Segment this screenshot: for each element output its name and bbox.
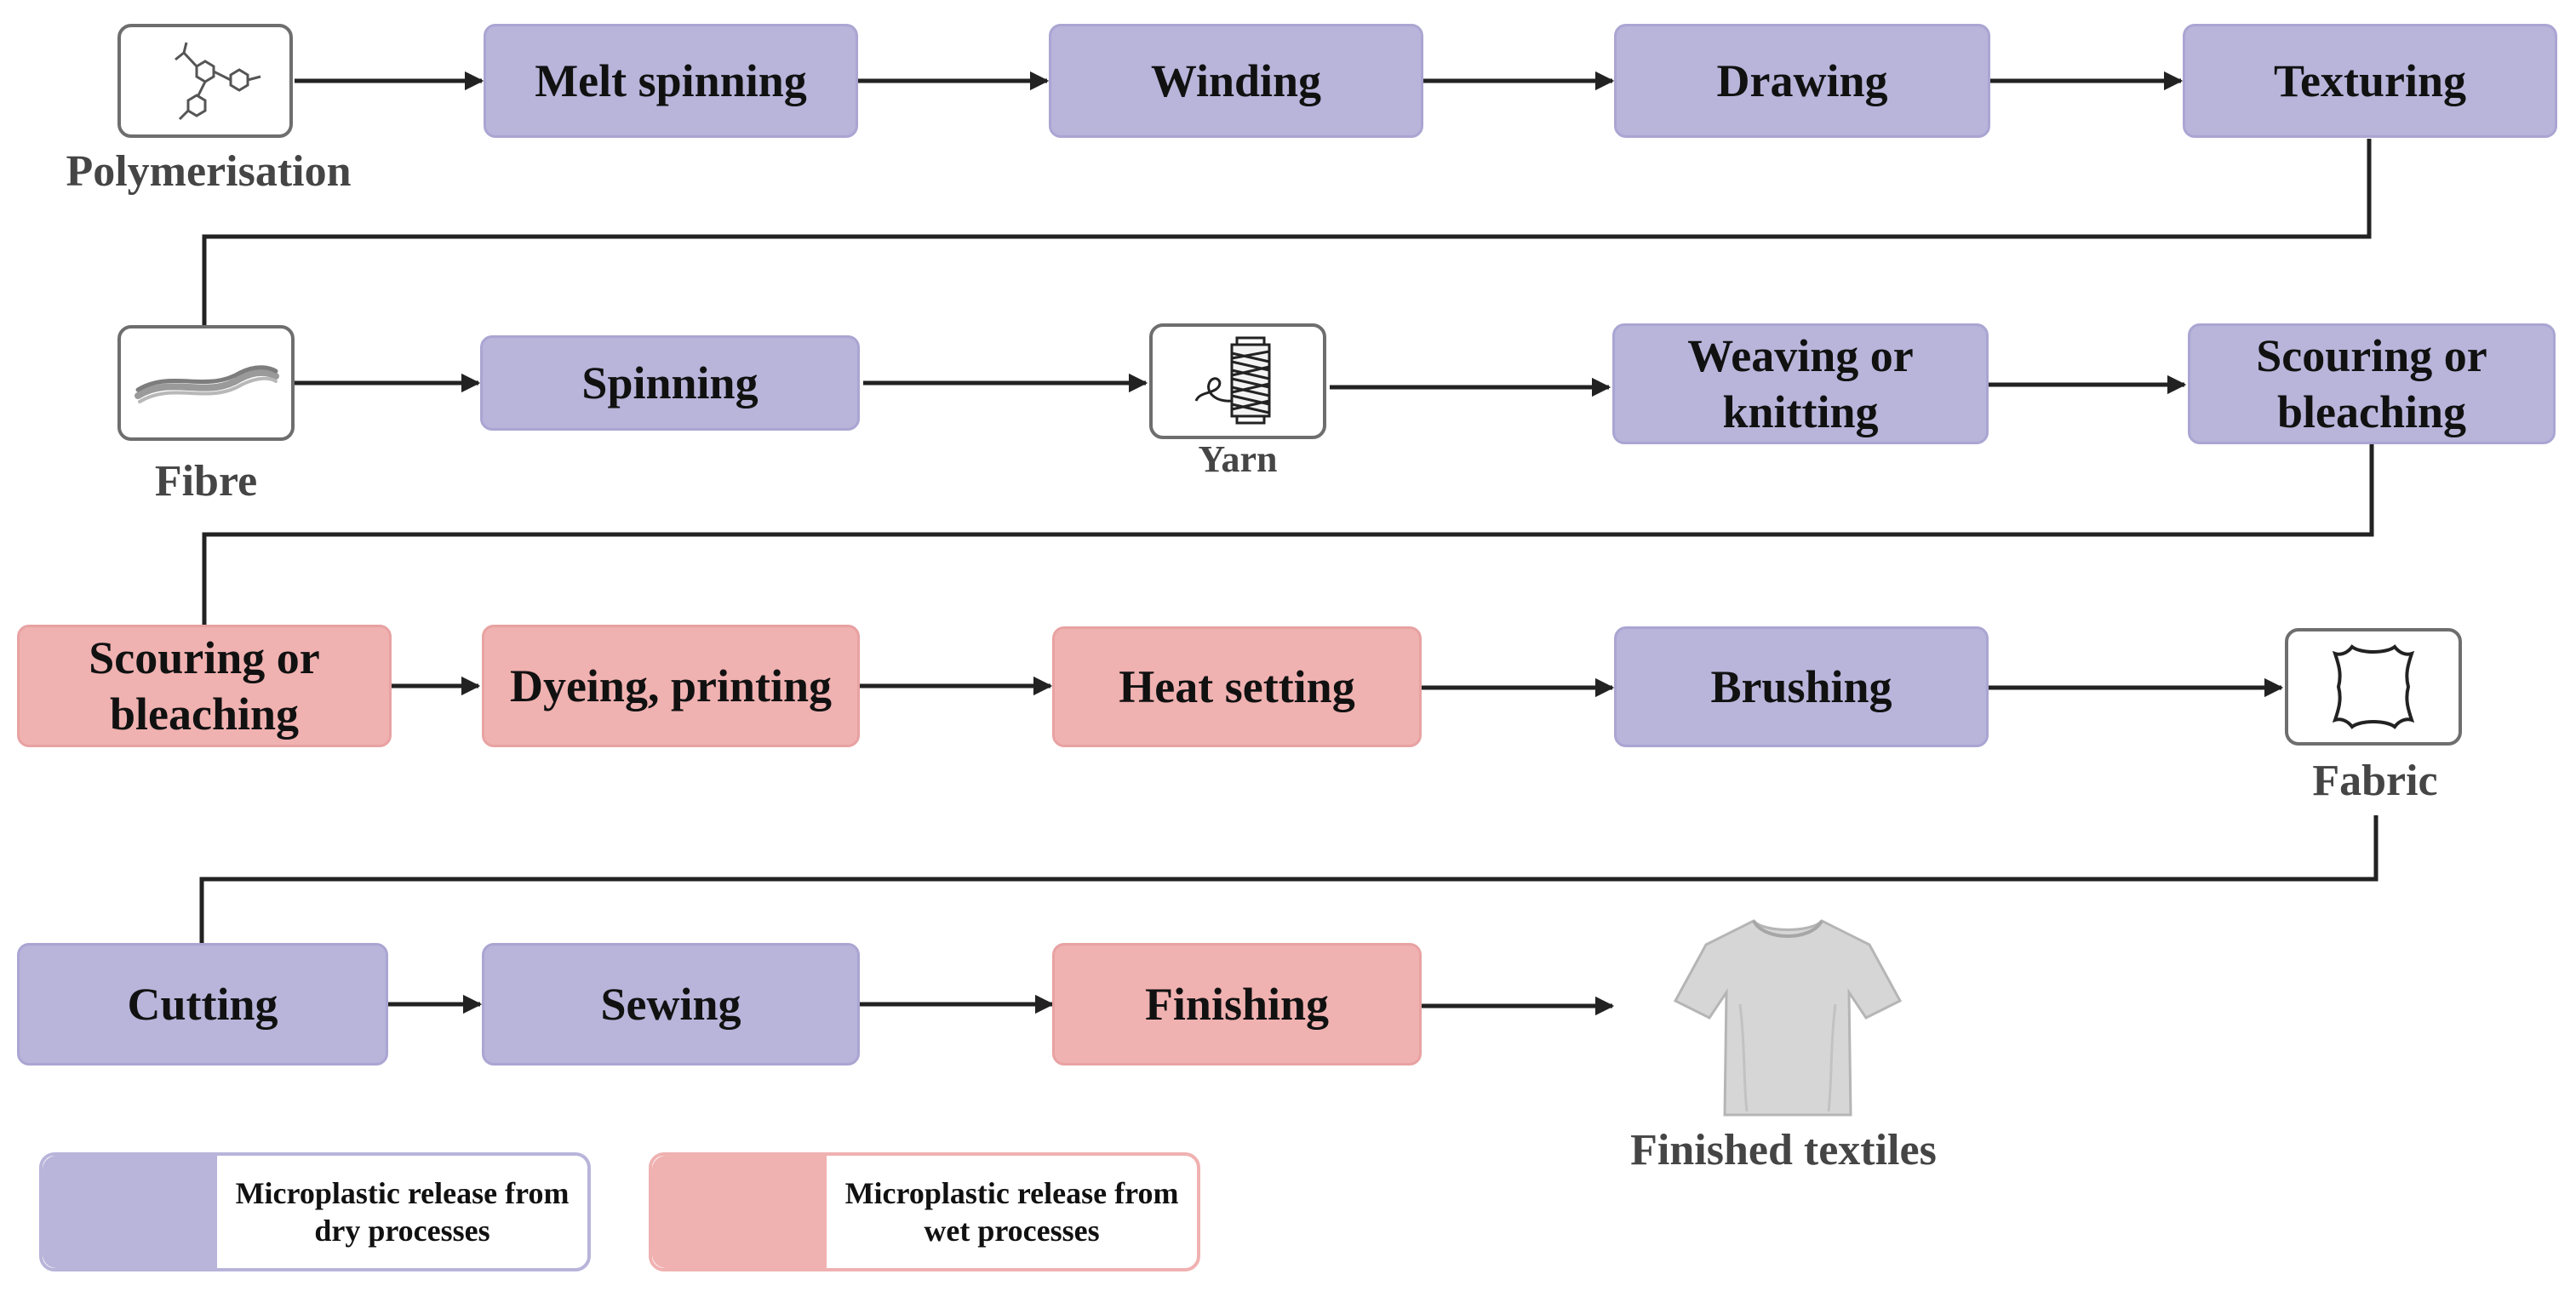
- yarn-icon-box: [1149, 323, 1326, 439]
- legend-dry: Microplastic release from dry processes: [39, 1152, 591, 1271]
- step-scouring-bleaching-dry[interactable]: Scouring or bleaching: [2188, 323, 2556, 444]
- legend-dry-swatch: [43, 1156, 217, 1268]
- leather-hide-icon: [2332, 644, 2415, 729]
- yarn-label: Yarn: [1198, 438, 1278, 480]
- fabric-icon-box: [2285, 628, 2462, 746]
- fibre-icon: [135, 365, 279, 403]
- row-connector: [199, 815, 2379, 943]
- step-drawing[interactable]: Drawing: [1614, 24, 1990, 138]
- legend-wet: Microplastic release from wet processes: [649, 1152, 1200, 1271]
- thread-spool-icon: [1194, 336, 1271, 424]
- polymerisation-label: Polymerisation: [66, 147, 352, 196]
- fibre-icon-box: [117, 325, 295, 441]
- legend-wet-swatch: [652, 1156, 827, 1268]
- finished-textiles-label: Finished textiles: [1630, 1126, 1937, 1174]
- step-heat-setting[interactable]: Heat setting: [1052, 626, 1422, 747]
- step-sewing[interactable]: Sewing: [482, 943, 860, 1066]
- row-connector: [202, 139, 2372, 325]
- polymerisation-icon-box: [117, 24, 293, 138]
- step-winding[interactable]: Winding: [1049, 24, 1423, 138]
- molecule-icon: [175, 42, 261, 121]
- step-weaving-knitting[interactable]: Weaving or knitting: [1612, 323, 1989, 444]
- step-scouring-bleaching-wet[interactable]: Scouring or bleaching: [17, 625, 392, 747]
- row-connector: [202, 444, 2374, 625]
- step-texturing[interactable]: Texturing: [2183, 24, 2557, 138]
- step-brushing[interactable]: Brushing: [1614, 626, 1989, 747]
- legend-dry-text: Microplastic release from dry processes: [235, 1176, 570, 1248]
- fabric-label: Fabric: [2312, 757, 2438, 805]
- step-finishing[interactable]: Finishing: [1052, 943, 1422, 1066]
- step-melt-spinning[interactable]: Melt spinning: [484, 24, 858, 138]
- step-cutting[interactable]: Cutting: [17, 943, 388, 1066]
- step-spinning[interactable]: Spinning: [480, 335, 860, 431]
- tshirt-icon: [1673, 919, 1903, 1117]
- fibre-label: Fibre: [154, 457, 258, 506]
- legend-wet-text: Microplastic release from wet processes: [844, 1176, 1179, 1248]
- step-dyeing-printing[interactable]: Dyeing, printing: [482, 625, 860, 747]
